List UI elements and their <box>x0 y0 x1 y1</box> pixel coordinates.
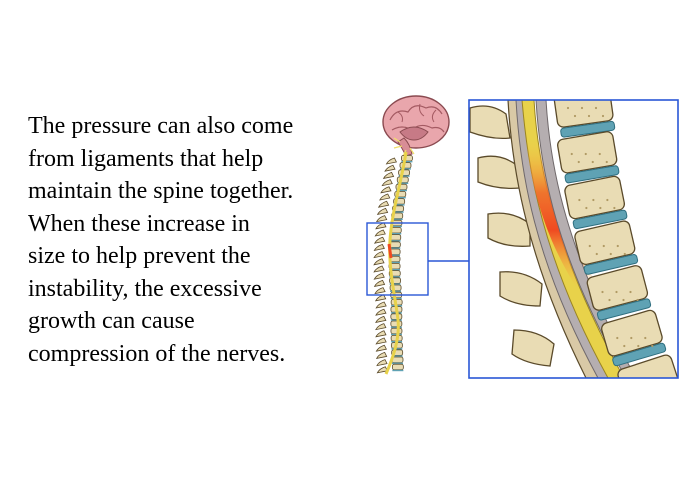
spinal-cord <box>384 151 408 375</box>
text-line: instability, the excessive <box>28 275 262 302</box>
small-vertebra <box>376 363 404 374</box>
callout-small-box <box>366 222 429 296</box>
text-line: size to help prevent the <box>28 243 251 269</box>
nervous-system-illustration <box>373 95 450 375</box>
vertebral-body <box>557 131 620 184</box>
small-vertebra <box>373 241 401 251</box>
small-vertebra <box>375 212 404 223</box>
text-line: compression of the nerves. <box>28 340 286 367</box>
small-vertebra <box>376 356 404 367</box>
vertebral-body <box>586 265 652 321</box>
text-line: maintain the spine together. <box>28 178 294 204</box>
brain-icon <box>382 95 450 159</box>
text-line: from ligaments that help <box>28 145 264 172</box>
vertebral-body <box>574 220 639 275</box>
vertebral-body <box>564 175 628 230</box>
spine-closeup-illustration <box>469 100 678 378</box>
vertebral-bodies <box>553 100 678 378</box>
spinal-column <box>373 154 413 374</box>
compression-spot <box>387 243 393 259</box>
text-line: growth can cause <box>28 308 195 334</box>
callout-zoom-frame <box>468 99 679 379</box>
vertebral-body <box>617 354 678 378</box>
small-vertebra <box>374 226 402 237</box>
vertebral-body <box>601 309 667 367</box>
text-line: The pressure can also come <box>28 113 294 139</box>
text-line: When these increase in <box>28 210 250 237</box>
vertebral-body <box>553 100 616 138</box>
explanation-text: The pressure can also come from ligament… <box>28 110 358 370</box>
